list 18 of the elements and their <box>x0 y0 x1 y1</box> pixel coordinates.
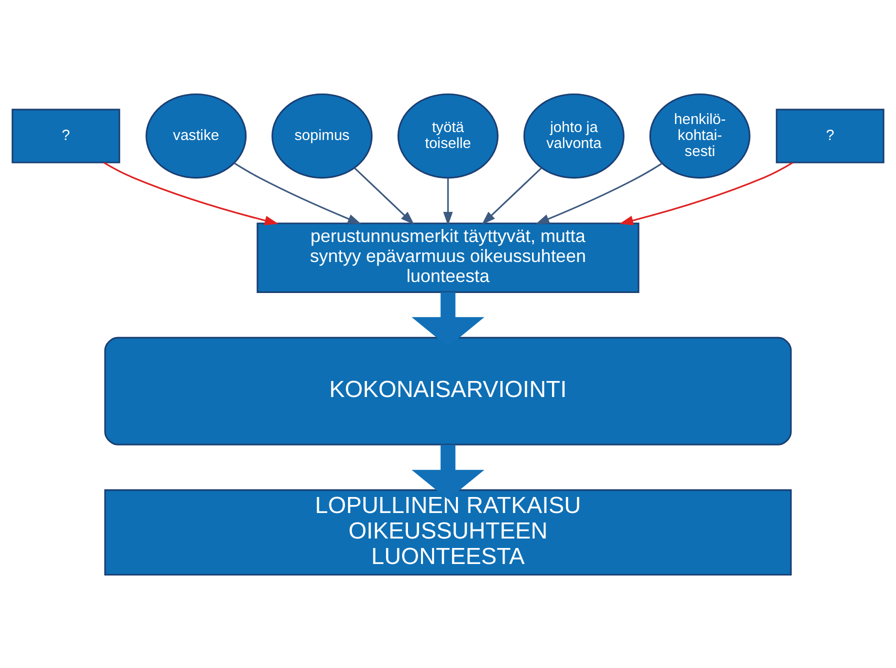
node-ellipse: henkilö- kohtai- sesti <box>649 92 750 178</box>
arrow <box>482 166 542 224</box>
arrow <box>234 162 362 224</box>
arrow <box>412 444 484 500</box>
node-box: ? <box>12 108 120 163</box>
node-box: perustunnusmerkit täyttyvät, mutta syntyy epävarmuus oikeussuhteen luonteesta <box>256 222 640 292</box>
node-box: ? <box>776 108 884 163</box>
arrow <box>354 166 414 224</box>
arrow <box>104 161 278 225</box>
arrow <box>536 162 662 224</box>
node-ellipse: sopimus <box>272 92 373 178</box>
node-box: LOPULLINEN RATKAISU OIKEUSSUHTEEN LUONTEESTA <box>104 488 792 576</box>
node-ellipse: johto ja valvonta <box>523 92 624 178</box>
node-ellipse: työtä toiselle <box>397 92 499 178</box>
arrow <box>443 177 453 226</box>
node-box: KOKONAISARVIOINTI <box>104 336 792 445</box>
node-ellipse: vastike <box>146 92 247 178</box>
arrow <box>619 161 794 225</box>
